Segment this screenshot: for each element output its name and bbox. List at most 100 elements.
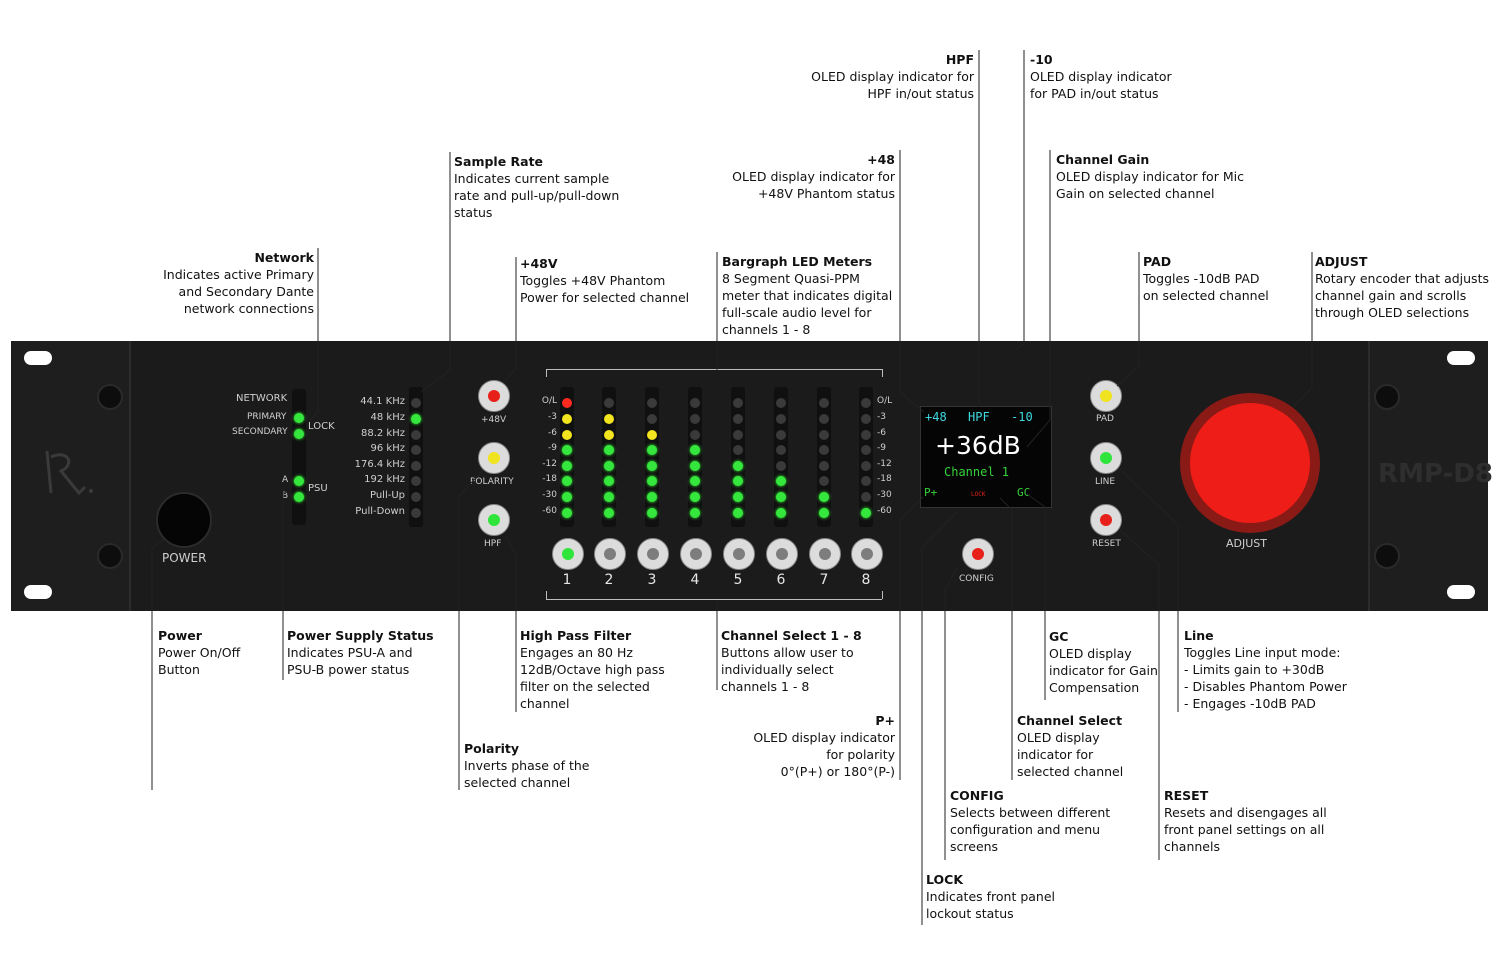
hpf-button[interactable] — [478, 504, 510, 536]
callout-hpf-line: Engages an 80 Hz — [520, 645, 633, 660]
callout-reset-title: RESET — [1164, 788, 1209, 803]
callout-hpf: High Pass Filter Engages an 80 Hz 12dB/O… — [520, 627, 665, 712]
sample-rate-led — [411, 461, 421, 471]
meter-led — [647, 414, 657, 424]
callout-channel-gain-line: Gain on selected channel — [1056, 186, 1215, 201]
pad-led — [1100, 390, 1112, 402]
channel-select-button-1[interactable] — [552, 538, 584, 570]
meter-led — [819, 508, 829, 518]
meter-frame-top — [546, 369, 882, 370]
callout-channel-select-oled-title: Channel Select — [1017, 713, 1123, 728]
meter-led — [604, 445, 614, 455]
callout-bargraph-line: 8 Segment Quasi-PPM — [722, 271, 860, 286]
meter-led — [562, 414, 572, 424]
line-button[interactable] — [1090, 442, 1122, 474]
phantom-48v-button[interactable] — [478, 380, 510, 412]
meter-led — [776, 508, 786, 518]
callout-48v-line: Toggles +48V Phantom — [520, 273, 666, 288]
reset-led — [1100, 514, 1112, 526]
channel-select-button-5[interactable] — [723, 538, 755, 570]
meter-led — [819, 414, 829, 424]
sample-rate-led — [411, 445, 421, 455]
rack-ear-left — [11, 341, 131, 611]
meter-led — [733, 430, 743, 440]
hpf-label: HPF — [484, 539, 502, 549]
psu-b-led — [294, 492, 304, 502]
meter-scale-label: -60 — [877, 506, 892, 516]
config-button[interactable] — [962, 538, 994, 570]
callout-minus10-title: -10 — [1030, 52, 1053, 67]
brand-logo-icon — [45, 450, 93, 496]
psu-b-label: B — [282, 491, 289, 501]
channel-select-button-4[interactable] — [680, 538, 712, 570]
channel-select-button-6[interactable] — [766, 538, 798, 570]
callout-lock-title: LOCK — [926, 872, 964, 887]
channel-select-led — [690, 548, 702, 560]
pad-button[interactable] — [1090, 380, 1122, 412]
channel-number: 5 — [733, 572, 743, 588]
callout-config-title: CONFIG — [950, 788, 1004, 803]
reset-button[interactable] — [1090, 504, 1122, 536]
channel-select-led — [776, 548, 788, 560]
psu-a-led — [294, 476, 304, 486]
meter-led — [604, 398, 614, 408]
oled-hpf-indicator: HPF — [968, 410, 990, 424]
callout-sample-rate: Sample Rate Indicates current sample rat… — [454, 153, 619, 221]
callout-polarity: Polarity Inverts phase of the selected c… — [464, 740, 589, 791]
rack-ear-right: RMP-D8 — [1368, 341, 1493, 611]
callout-reset-line: Resets and disengages all — [1164, 805, 1327, 820]
meter-bar — [645, 387, 659, 527]
callout-hpf-oled-title: HPF — [945, 52, 974, 67]
callout-network-title: Network — [254, 250, 314, 265]
callout-channel-select-oled-line: selected channel — [1017, 764, 1124, 779]
callout-line-title: Line — [1184, 628, 1214, 643]
channel-select-button-2[interactable] — [594, 538, 626, 570]
callout-network: Network Indicates active Primary and Sec… — [160, 249, 314, 317]
polarity-button[interactable] — [478, 442, 510, 474]
adjust-label: ADJUST — [1226, 537, 1267, 550]
callout-power-line: Button — [158, 662, 200, 677]
callout-polarity-line: Inverts phase of the — [464, 758, 590, 773]
psu-label: PSU — [308, 483, 328, 494]
meter-scale-label: -6 — [548, 428, 557, 438]
meter-bar — [731, 387, 745, 527]
meter-scale-label: -3 — [548, 412, 557, 422]
line-led — [1100, 452, 1112, 464]
meter-led — [604, 414, 614, 424]
meter-led — [647, 398, 657, 408]
channel-select-button-7[interactable] — [809, 538, 841, 570]
meter-led — [819, 476, 829, 486]
meter-scale-label: O/L — [877, 396, 893, 406]
config-led — [972, 548, 984, 560]
sample-rate-led — [411, 476, 421, 486]
meter-bar — [859, 387, 873, 527]
meter-frame-right-top — [882, 369, 883, 377]
oled-gain-readout: +36dB — [935, 431, 1021, 460]
meter-led — [861, 414, 871, 424]
meter-led — [861, 398, 871, 408]
meter-bar — [688, 387, 702, 527]
power-button[interactable] — [156, 492, 212, 548]
meter-frame-bottom — [546, 599, 882, 600]
channel-select-button-8[interactable] — [851, 538, 883, 570]
callout-channel-select-oled-line: OLED display — [1017, 730, 1100, 745]
meter-led — [776, 476, 786, 486]
meter-led — [819, 461, 829, 471]
meter-led — [562, 398, 572, 408]
callout-lock: LOCK Indicates front panel lockout statu… — [926, 871, 1055, 922]
callout-channel-select-oled: Channel Select OLED display indicator fo… — [1017, 712, 1123, 780]
callout-hpf-line: 12dB/Octave high pass — [520, 662, 665, 677]
callout-hpf-line: channel — [520, 696, 570, 711]
callout-config: CONFIG Selects between different configu… — [950, 787, 1110, 855]
meter-led — [690, 508, 700, 518]
callout-line-line: - Limits gain to +30dB — [1184, 662, 1325, 677]
channel-number: 1 — [562, 572, 572, 588]
meter-led — [776, 398, 786, 408]
channel-select-button-3[interactable] — [637, 538, 669, 570]
adjust-knob[interactable] — [1190, 403, 1310, 523]
meter-frame-left-top — [546, 369, 547, 377]
callout-bargraph: Bargraph LED Meters 8 Segment Quasi-PPM … — [722, 253, 892, 338]
callout-channel-select-buttons-line: individually select — [721, 662, 834, 677]
meter-scale-label: -3 — [877, 412, 886, 422]
callout-channel-gain-line: OLED display indicator for Mic — [1056, 169, 1244, 184]
